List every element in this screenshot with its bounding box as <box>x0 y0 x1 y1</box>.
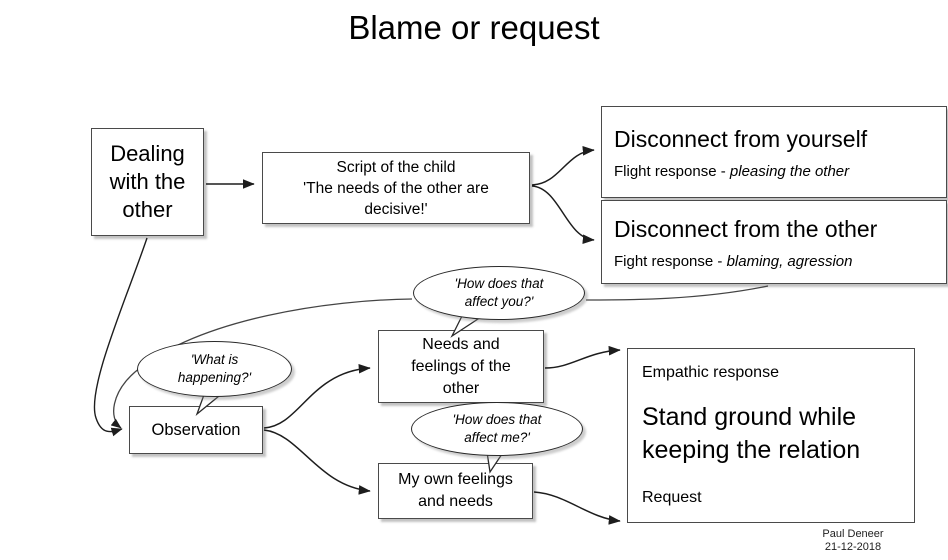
bubble-affect-you-line-1: 'How does that <box>454 276 544 291</box>
connector-dealing-to-observation <box>93 237 148 437</box>
box-own-needs-line-1: My own feelings <box>398 471 513 488</box>
box-disconnect-from-yourself[interactable]: Disconnect from yourself Flight response… <box>601 106 947 198</box>
footer-credit: Paul Deneer 21-12-2018 <box>760 528 946 554</box>
box-dealing-with-the-other[interactable]: Dealing with the other <box>91 128 204 236</box>
page-title: Blame or request <box>348 9 600 46</box>
box-dealing-line-1: Dealing <box>110 141 185 166</box>
bubble-how-does-that-affect-me[interactable]: 'How does that affect me?' <box>411 402 583 456</box>
box-script-line-3: decisive!' <box>364 200 428 218</box>
box-needs-and-feelings-of-the-other[interactable]: Needs and feelings of the other <box>378 330 544 403</box>
empathic-response-label: Empathic response <box>642 364 779 381</box>
disconnect-other-heading: Disconnect from the other <box>614 215 878 242</box>
connector-script-to-disconnect-yourself <box>531 146 595 186</box>
box-own-needs-line-2: and needs <box>418 493 493 510</box>
fight-response-prefix: Fight response - <box>614 252 727 270</box>
box-observation[interactable]: Observation <box>129 406 263 454</box>
box-dealing-line-2: with the <box>109 169 186 194</box>
bubble-affect-me-line-1: 'How does that <box>452 412 542 427</box>
box-needs-other-line-1: Needs and <box>422 335 500 353</box>
connector-disconnect-other-to-bubble-affect-you <box>585 285 769 301</box>
connector-script-to-disconnect-other <box>531 185 595 244</box>
disconnect-yourself-heading: Disconnect from yourself <box>614 125 868 152</box>
request-label: Request <box>642 489 702 506</box>
box-needs-other-line-2: feelings of the <box>411 357 511 375</box>
bubble-what-happening-line-1: 'What is <box>190 352 239 367</box>
bubble-what-happening-line-2: happening?' <box>177 370 252 385</box>
stand-ground-line-2: keeping the relation <box>642 436 861 464</box>
footer-date: 21-12-2018 <box>824 541 882 553</box>
connector-needs-other-to-stand-ground <box>544 345 621 369</box>
footer-author: Paul Deneer <box>822 528 884 540</box>
box-script-line-1: Script of the child <box>336 158 456 176</box>
box-script-line-2: 'The needs of the other are <box>303 179 489 197</box>
flight-response-emphasis: pleasing the other <box>729 162 850 180</box>
box-dealing-line-3: other <box>122 197 173 222</box>
disconnect-yourself-subtext: Flight response - pleasing the other <box>614 162 936 181</box>
box-observation-label: Observation <box>151 421 241 439</box>
box-needs-other-line-3: other <box>442 379 480 397</box>
bubble-affect-you-line-2: affect you?' <box>464 294 534 309</box>
bubble-affect-me-line-2: affect me?' <box>464 430 530 445</box>
fight-response-emphasis: blaming, agression <box>726 252 853 270</box>
box-disconnect-from-the-other[interactable]: Disconnect from the other Fight response… <box>601 200 947 284</box>
box-my-own-feelings-and-needs[interactable]: My own feelings and needs <box>378 463 533 519</box>
box-script-of-the-child[interactable]: Script of the child 'The needs of the ot… <box>262 152 530 224</box>
stand-ground-heading: Stand ground while keeping the relation <box>642 401 900 467</box>
box-stand-ground[interactable]: Empathic response Stand ground while kee… <box>627 348 915 523</box>
bubble-what-is-happening[interactable]: 'What is happening?' <box>137 341 292 397</box>
stand-ground-line-1: Stand ground while <box>642 403 857 431</box>
connector-observation-to-own-needs <box>263 429 371 495</box>
bubble-how-does-that-affect-you[interactable]: 'How does that affect you?' <box>413 266 585 320</box>
disconnect-other-subtext: Fight response - blaming, agression <box>614 252 936 271</box>
connector-own-needs-to-stand-ground <box>533 491 621 525</box>
flight-response-prefix: Flight response - <box>614 162 730 180</box>
